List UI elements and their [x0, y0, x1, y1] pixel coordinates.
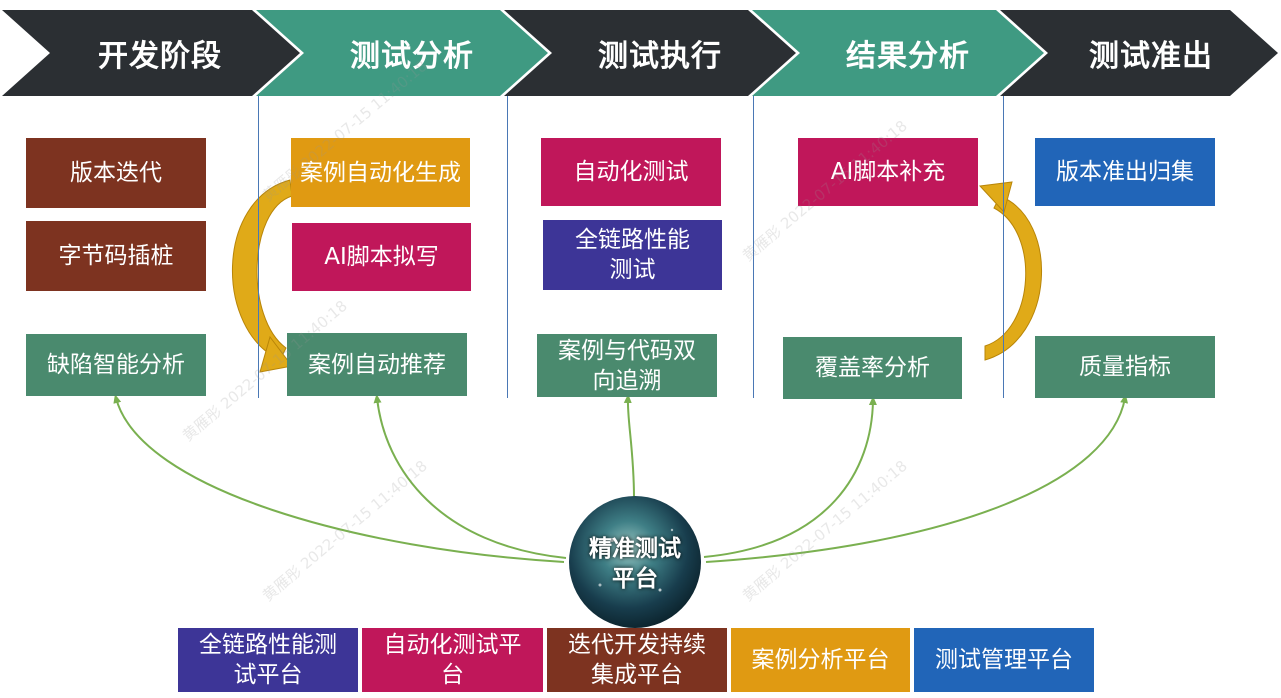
stage-label-test-execution: 测试执行 [598, 39, 722, 74]
box-bidirectional-tracing: 案例与代码双向追溯 [537, 334, 717, 397]
platform-ci: 迭代开发持续集成平台 [547, 628, 727, 692]
stage-chevron-5 [1000, 10, 1278, 96]
stage-label-test-analysis: 测试分析 [350, 39, 474, 74]
stage-label-result-analysis: 结果分析 [846, 39, 970, 74]
hub-globe [569, 496, 701, 628]
stage-label-development: 开发阶段 [98, 39, 222, 74]
lane-divider-4 [1003, 96, 1004, 398]
connector-coverage-analysis [703, 396, 877, 558]
lane-divider-3 [753, 96, 754, 398]
connector-quality-metrics [705, 394, 1129, 563]
stage-chevron-1 [2, 10, 300, 96]
connector-case-recommendation [373, 394, 567, 559]
connector-bidirectional-tracing [623, 394, 635, 499]
box-defect-analysis: 缺陷智能分析 [26, 334, 206, 396]
box-ai-script-supplement: AI脚本补充 [798, 138, 978, 206]
lane-divider-2 [507, 96, 508, 398]
stage-label-test-release: 测试准出 [1089, 39, 1213, 74]
box-case-recommendation: 案例自动推荐 [287, 333, 467, 396]
hub-label: 精准测试平台 [589, 536, 681, 592]
lane-divider-1 [258, 96, 259, 398]
box-quality-metrics: 质量指标 [1035, 336, 1215, 398]
stage-chevron-3 [504, 10, 796, 96]
box-coverage-analysis: 覆盖率分析 [783, 337, 962, 399]
box-ai-script-drafting: AI脚本拟写 [292, 223, 471, 291]
gold-arrow-right-body [984, 195, 1043, 361]
gold-arrow-right-head [978, 181, 1013, 214]
platform-case-analysis: 案例分析平台 [731, 628, 910, 692]
platform-full-link-performance: 全链路性能测试平台 [178, 628, 358, 692]
box-version-iteration: 版本迭代 [26, 138, 206, 208]
box-full-link-performance: 全链路性能测试 [543, 220, 722, 290]
platform-test-management: 测试管理平台 [914, 628, 1094, 692]
platform-automated-testing: 自动化测试平台 [362, 628, 543, 692]
box-bytecode-instrumentation: 字节码插桩 [26, 221, 206, 291]
gold-arrow-left-head [259, 335, 293, 373]
stage-chevron-2 [256, 10, 548, 96]
box-release-summary: 版本准出归集 [1035, 138, 1215, 206]
box-case-generation: 案例自动化生成 [291, 138, 470, 207]
stage-chevron-4 [752, 10, 1044, 96]
box-automated-testing: 自动化测试 [541, 138, 721, 206]
connector-defect-analysis [113, 394, 565, 563]
gold-arrow-left-body [231, 179, 293, 361]
